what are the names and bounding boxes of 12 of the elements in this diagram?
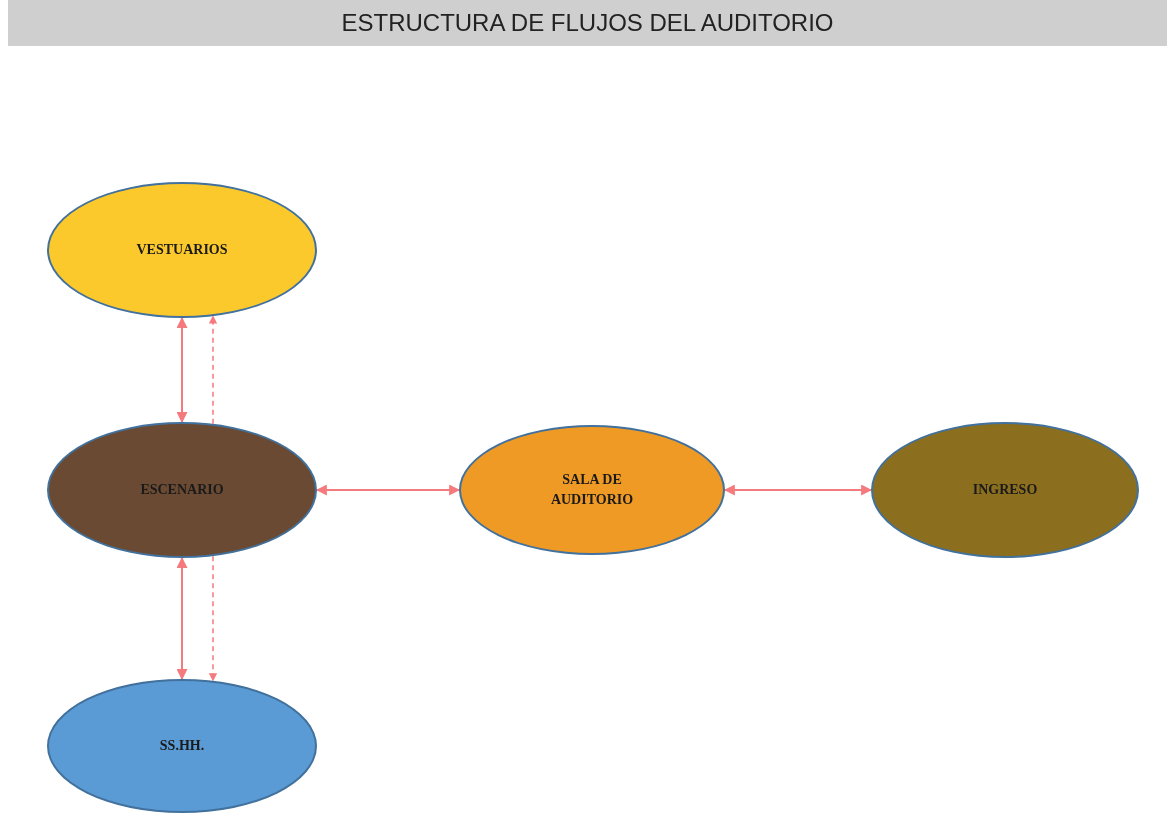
node-label: INGRESO: [972, 481, 1038, 499]
title-bar: ESTRUCTURA DE FLUJOS DEL AUDITORIO: [8, 0, 1167, 46]
arrow: [208, 555, 218, 682]
arrow: [315, 484, 461, 496]
node-label: VESTUARIOS: [136, 241, 228, 259]
arrow: [176, 316, 188, 424]
node-label: SALA DE AUDITORIO: [549, 471, 635, 509]
arrow: [208, 315, 218, 425]
node-label: SS.HH.: [159, 737, 205, 755]
node-label: ESCENARIO: [140, 481, 224, 499]
arrow: [176, 556, 188, 681]
arrow: [723, 484, 873, 496]
